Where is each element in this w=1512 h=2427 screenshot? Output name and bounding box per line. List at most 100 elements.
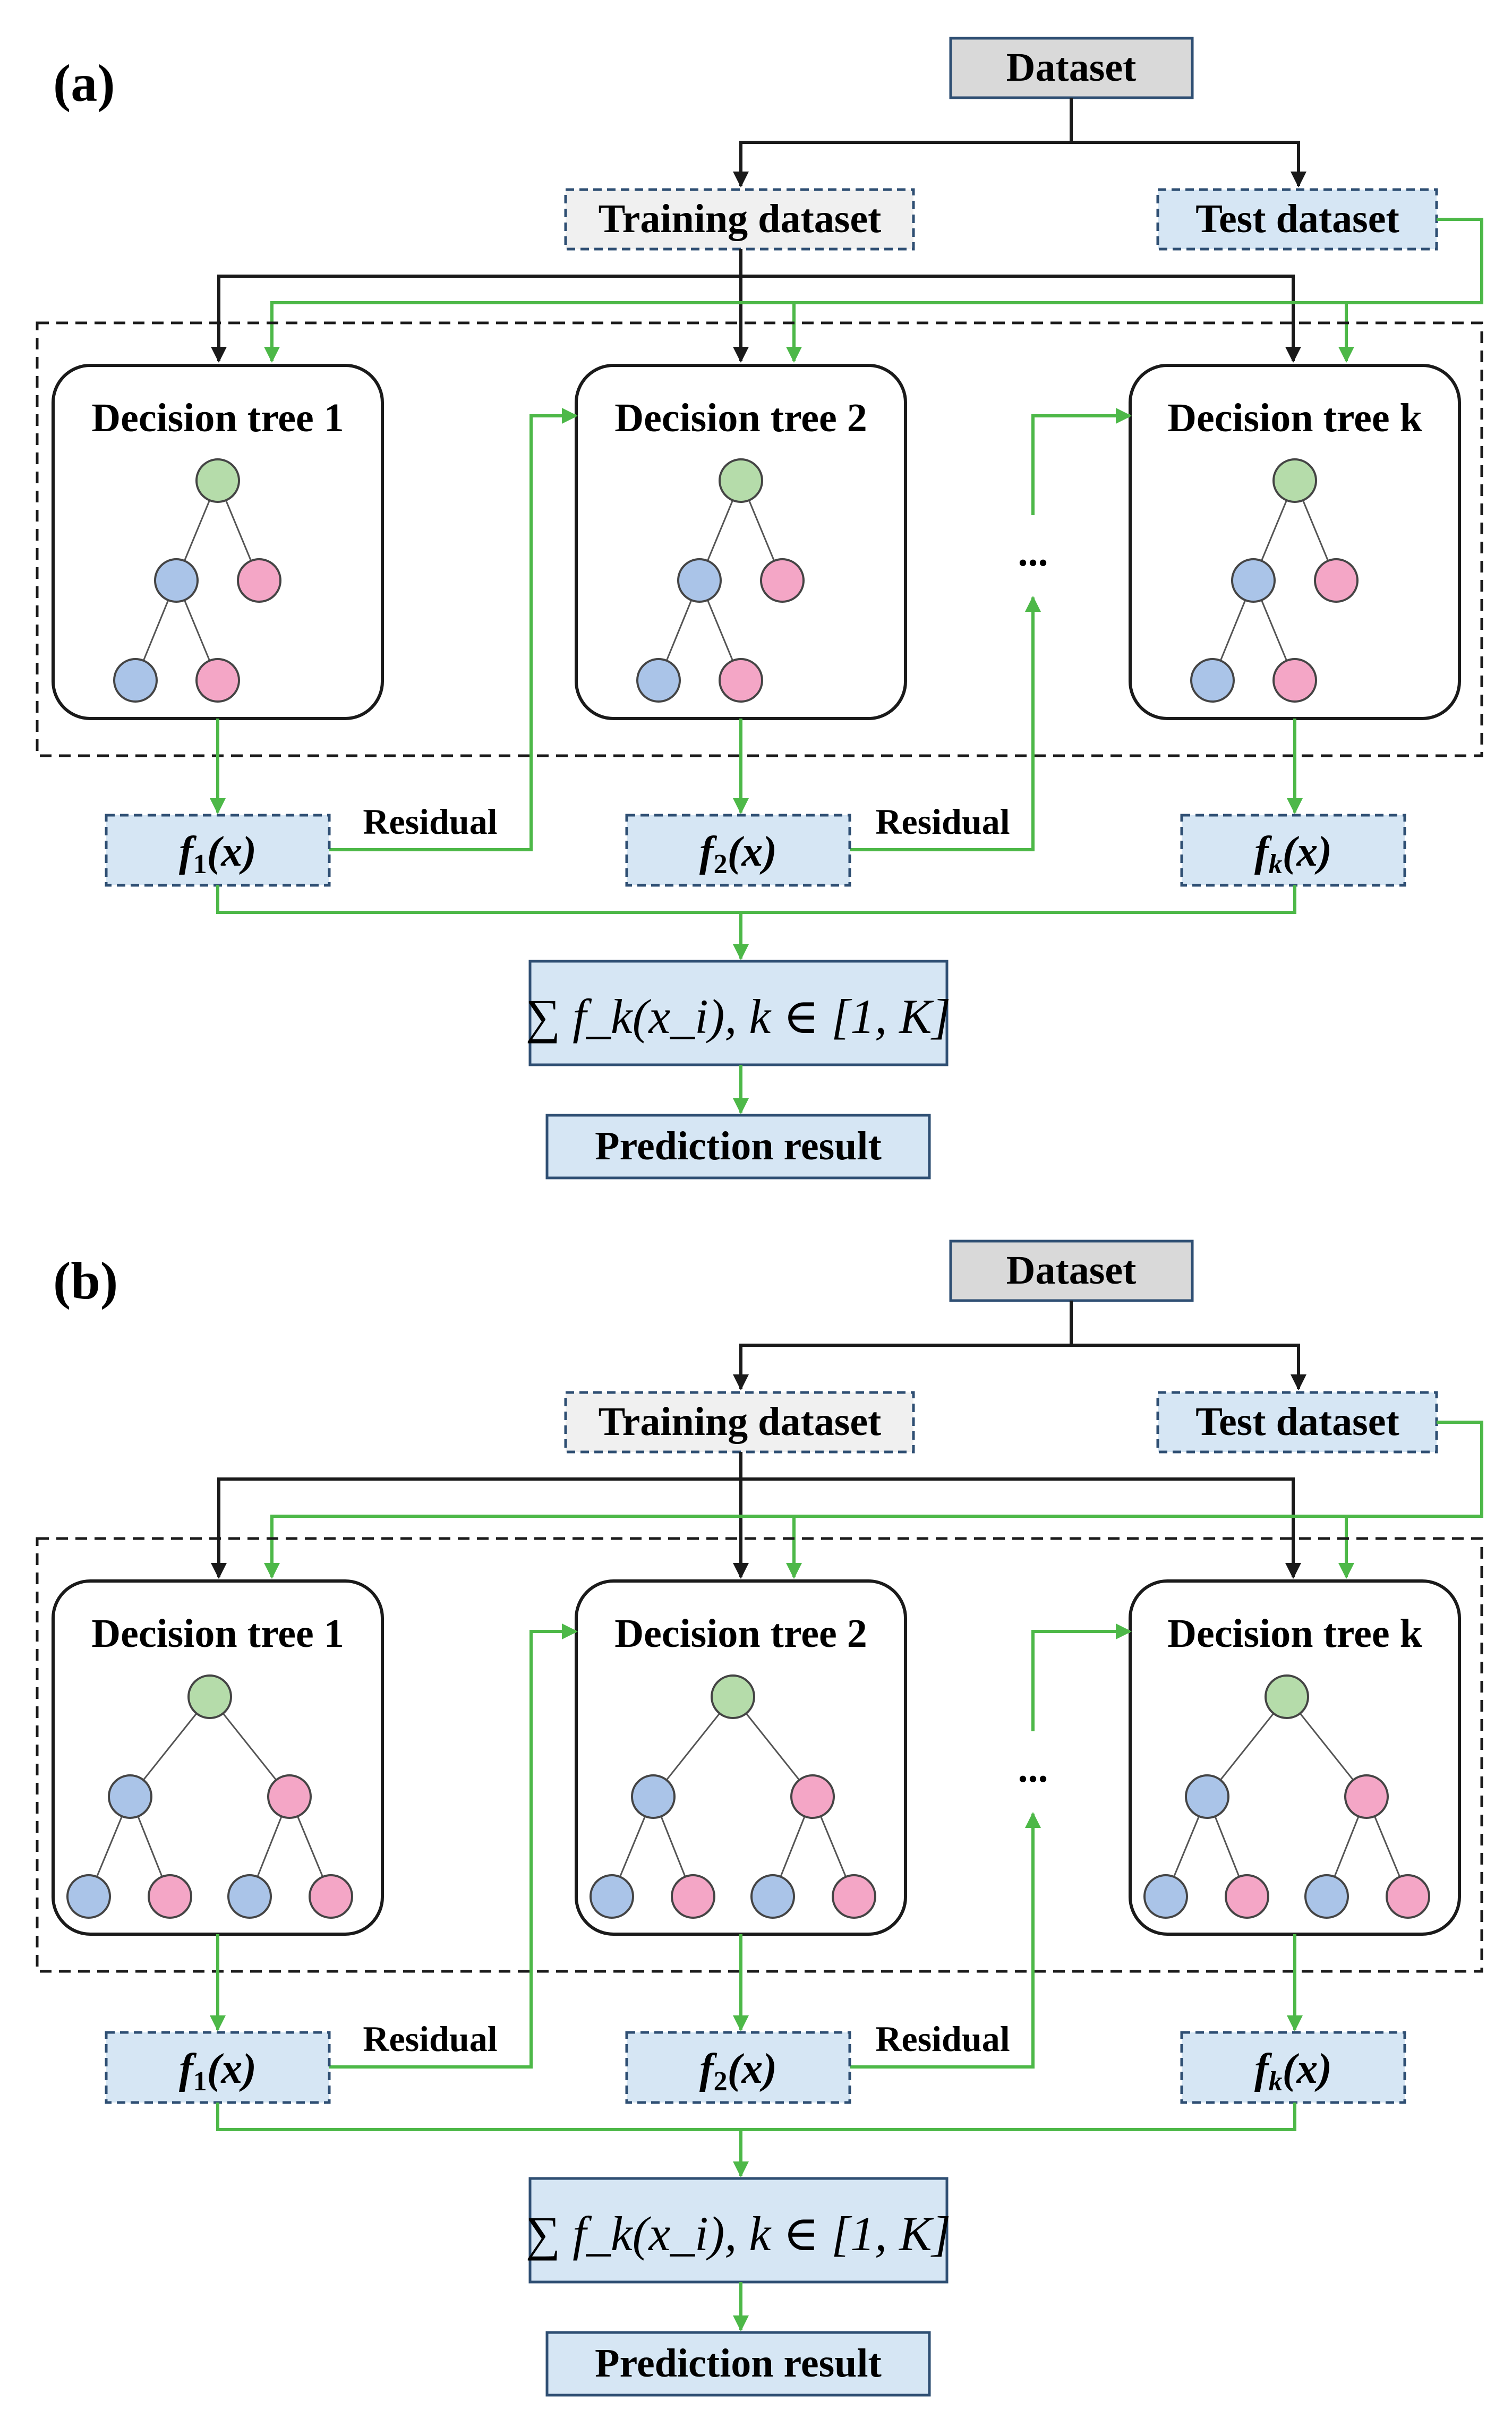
arrow-training-tree1 [211,249,742,363]
tree-graphic-2 [636,458,805,703]
tree-graphic-k [1143,1674,1430,1919]
tree-node-icon [1344,1774,1389,1819]
residual-label-1: Residual [363,801,497,842]
arrow-training-treek [741,275,1301,363]
tree-node-icon [1143,1874,1188,1919]
tree-node-icon [1231,558,1276,603]
dataset-label: Dataset [1006,45,1137,90]
dataset-box [949,37,1194,99]
tree-node-icon [237,558,281,603]
tree-node-icon [760,558,805,603]
tree-node-icon [227,1874,272,1919]
tree-node-icon [832,1874,876,1919]
residual-label-2: Residual [875,801,1010,842]
output-label-2: f2(x) [699,2046,777,2097]
arrow-dataset-training [733,98,1073,187]
tree-node-icon [677,558,722,603]
tree-node-icon [750,1874,795,1919]
tree-node-icon [711,1674,755,1719]
tree-title-k: Decision tree k [1167,396,1423,440]
ellipsis: ... [1018,1746,1048,1791]
arrow-training-tree1 [211,1452,742,1579]
tree-node-icon [1265,1674,1309,1719]
training-dataset-label: Training dataset [599,196,882,241]
residual-arrow-2 [850,596,1041,851]
prediction-label: Prediction result [595,1124,882,1168]
ensemble-region [36,321,1483,757]
output-label-k: fk(x) [1254,2046,1332,2097]
panel-a: (a) Dataset Training dataset Test datase… [36,37,1483,1180]
panel-label: (b) [53,1251,118,1310]
tree-title-k: Decision tree k [1167,1611,1423,1656]
panel-label: (a) [53,54,115,113]
residual-label-1: Residual [363,2019,497,2059]
tree-graphic-1 [66,1674,353,1919]
tree-graphic-k [1190,458,1359,703]
tree-node-icon [148,1874,192,1919]
tree-graphic-2 [590,1674,876,1919]
tree-node-icon [671,1874,715,1919]
arrow-dataset-test [1071,141,1306,187]
dataset-box [949,1240,1194,1302]
test-dataset-box [1156,188,1438,251]
tree-title-2: Decision tree 2 [614,396,867,440]
tree-node-icon [108,1774,152,1819]
residual-arrow-k [1031,408,1132,515]
arrow-dataset-training [733,1301,1073,1390]
tree-node-icon [719,658,763,703]
tree-node-icon [309,1874,353,1919]
residual-arrow-1 [329,408,578,851]
summation-box [528,2177,949,2284]
arrow-training-treek [741,1477,1301,1579]
tree-node-icon [195,458,240,503]
tree-node-icon [66,1874,111,1919]
summation-formula: ∑ f_k(x_i), k ∈ [1, K] [526,989,951,1044]
arrow-test-tree1 [264,1421,1483,1579]
summation-box [528,960,949,1066]
tree-node-icon [187,1674,232,1719]
tree-node-icon [154,558,199,603]
panel-b: (b) Dataset Training dataset Test datase… [36,1240,1483,2397]
output-label-2: f2(x) [699,828,777,879]
output-box-1 [105,814,331,887]
tree-node-icon [631,1774,676,1819]
ensemble-region [36,1537,1483,1973]
tree-node-icon [1190,658,1235,703]
tree-title-2: Decision tree 2 [614,1611,867,1656]
tree-node-icon [1272,458,1317,503]
tree-node-icon [1304,1874,1349,1919]
prediction-box [545,2331,931,2397]
tree-node-icon [1386,1874,1430,1919]
training-dataset-box [564,1391,915,1454]
output-collector [216,2103,1296,2131]
output-box-2 [625,2031,851,2104]
tree-node-icon [1272,658,1317,703]
prediction-box [545,1114,931,1180]
tree-node-icon [1225,1874,1269,1919]
arrow-dataset-test [1071,1344,1306,1390]
tree-node-icon [113,658,158,703]
test-dataset-box [1156,1391,1438,1454]
tree-node-icon [636,658,681,703]
test-dataset-label: Test dataset [1195,196,1399,241]
residual-label-2: Residual [875,2019,1010,2059]
prediction-label: Prediction result [595,2341,882,2386]
output-label-k: fk(x) [1254,828,1332,879]
test-dataset-label: Test dataset [1195,1399,1399,1444]
output-box-k [1180,2031,1406,2104]
output-box-1 [105,2031,331,2104]
residual-arrow-k [1031,1623,1132,1731]
dataset-label: Dataset [1006,1248,1137,1293]
tree-title-1: Decision tree 1 [91,396,344,440]
training-dataset-label: Training dataset [599,1399,882,1444]
output-label-1: f1(x) [179,828,257,879]
output-box-2 [625,814,851,887]
tree-node-icon [267,1774,312,1819]
output-label-1: f1(x) [179,2046,257,2097]
tree-node-icon [719,458,763,503]
residual-arrow-1 [329,1623,578,2069]
tree-node-icon [590,1874,634,1919]
tree-title-1: Decision tree 1 [91,1611,344,1656]
tree-graphic-1 [113,458,281,703]
